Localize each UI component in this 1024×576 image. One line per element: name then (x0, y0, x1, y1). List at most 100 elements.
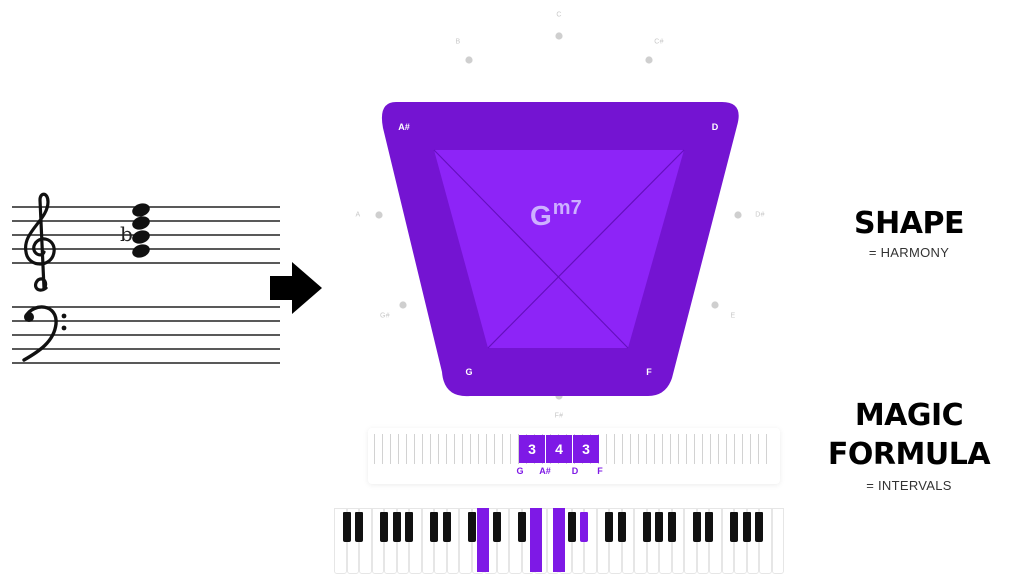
tick-mark (430, 434, 431, 464)
note-label: F# (554, 412, 564, 420)
vertex-label-a-sharp: A# (398, 122, 410, 132)
note-label: A (355, 211, 361, 219)
note-label: C# (654, 38, 664, 46)
black-key[interactable] (580, 512, 588, 542)
interval-note-a-sharp: A# (539, 466, 551, 476)
interval-box: 3 (573, 435, 599, 463)
music-staff: b (12, 192, 280, 364)
white-key[interactable] (771, 508, 784, 574)
tick-mark (686, 434, 687, 464)
black-key[interactable] (342, 512, 351, 542)
interval-box: 3 (519, 435, 545, 463)
black-key[interactable] (742, 512, 751, 542)
black-key[interactable] (755, 512, 763, 542)
note-dot (375, 211, 383, 219)
note-label: D# (755, 211, 765, 219)
black-key[interactable] (617, 512, 626, 542)
tick-mark (414, 434, 415, 464)
vertex-label-g: G (465, 367, 473, 377)
black-key[interactable] (642, 512, 651, 542)
black-key[interactable] (430, 512, 438, 542)
chord-root: G (530, 200, 552, 231)
note-label: C (556, 11, 562, 19)
tick-mark (662, 434, 663, 464)
black-key[interactable] (380, 512, 388, 542)
piano-keyboard (334, 500, 786, 576)
note-label: E (730, 312, 736, 320)
black-key[interactable] (655, 512, 663, 542)
note-label: B (455, 38, 461, 46)
vertex-label-d: D (711, 122, 719, 132)
chord-noteheads (132, 203, 150, 258)
shape-heading: SHAPE (854, 206, 964, 241)
tick-mark (374, 434, 375, 464)
tick-mark (734, 434, 735, 464)
tick-mark (502, 434, 503, 464)
tick-mark (486, 434, 487, 464)
tick-mark (726, 434, 727, 464)
note-dot (555, 32, 563, 40)
flat-accidental: b (120, 222, 133, 246)
tick-mark (758, 434, 759, 464)
interval-note-g: G (516, 466, 524, 476)
tick-mark (678, 434, 679, 464)
vertex-label-f: F (646, 367, 652, 377)
tick-mark (654, 434, 655, 464)
note-dot (465, 56, 473, 64)
black-key[interactable] (492, 512, 501, 542)
shape-subheading: = HARMONY (868, 245, 950, 260)
chord-diagonals (433, 149, 685, 349)
note-dot (399, 301, 407, 309)
highlighted-key (477, 508, 489, 572)
note-dot (734, 211, 742, 219)
interval-box: 4 (546, 435, 572, 463)
tick-mark (766, 434, 767, 464)
tick-mark (382, 434, 383, 464)
interval-ticks (374, 434, 770, 464)
highlighted-key (530, 508, 542, 572)
black-key[interactable] (517, 512, 526, 542)
black-key[interactable] (567, 512, 576, 542)
tick-mark (454, 434, 455, 464)
black-key[interactable] (730, 512, 738, 542)
black-key[interactable] (667, 512, 676, 542)
treble-clef-icon (24, 192, 56, 292)
right-arrow-icon (270, 262, 322, 314)
chord-shape-inner (434, 150, 684, 348)
highlighted-key (553, 508, 565, 572)
interval-note-d: D (571, 466, 579, 476)
tick-mark (614, 434, 615, 464)
black-key[interactable] (355, 512, 363, 542)
black-key[interactable] (405, 512, 413, 542)
tick-mark (390, 434, 391, 464)
black-key[interactable] (605, 512, 613, 542)
black-key[interactable] (467, 512, 476, 542)
tick-mark (694, 434, 695, 464)
interval-note-f: F (597, 466, 603, 476)
note-dot (645, 56, 653, 64)
magic-heading-line2: FORMULA (827, 437, 991, 472)
tick-mark (638, 434, 639, 464)
tick-mark (446, 434, 447, 464)
tick-mark (398, 434, 399, 464)
tick-mark (510, 434, 511, 464)
tick-mark (670, 434, 671, 464)
tick-mark (470, 434, 471, 464)
note-label: G# (380, 312, 390, 320)
tick-mark (646, 434, 647, 464)
black-key[interactable] (392, 512, 401, 542)
tick-mark (750, 434, 751, 464)
tick-mark (438, 434, 439, 464)
black-key[interactable] (692, 512, 701, 542)
tick-mark (702, 434, 703, 464)
tick-mark (622, 434, 623, 464)
tick-mark (630, 434, 631, 464)
tick-mark (422, 434, 423, 464)
black-key[interactable] (442, 512, 451, 542)
black-key[interactable] (705, 512, 713, 542)
note-dot (711, 301, 719, 309)
bass-clef-icon (22, 305, 67, 362)
magic-heading-line1: MAGIC (854, 398, 964, 433)
chord-quality: m7 (552, 197, 582, 219)
